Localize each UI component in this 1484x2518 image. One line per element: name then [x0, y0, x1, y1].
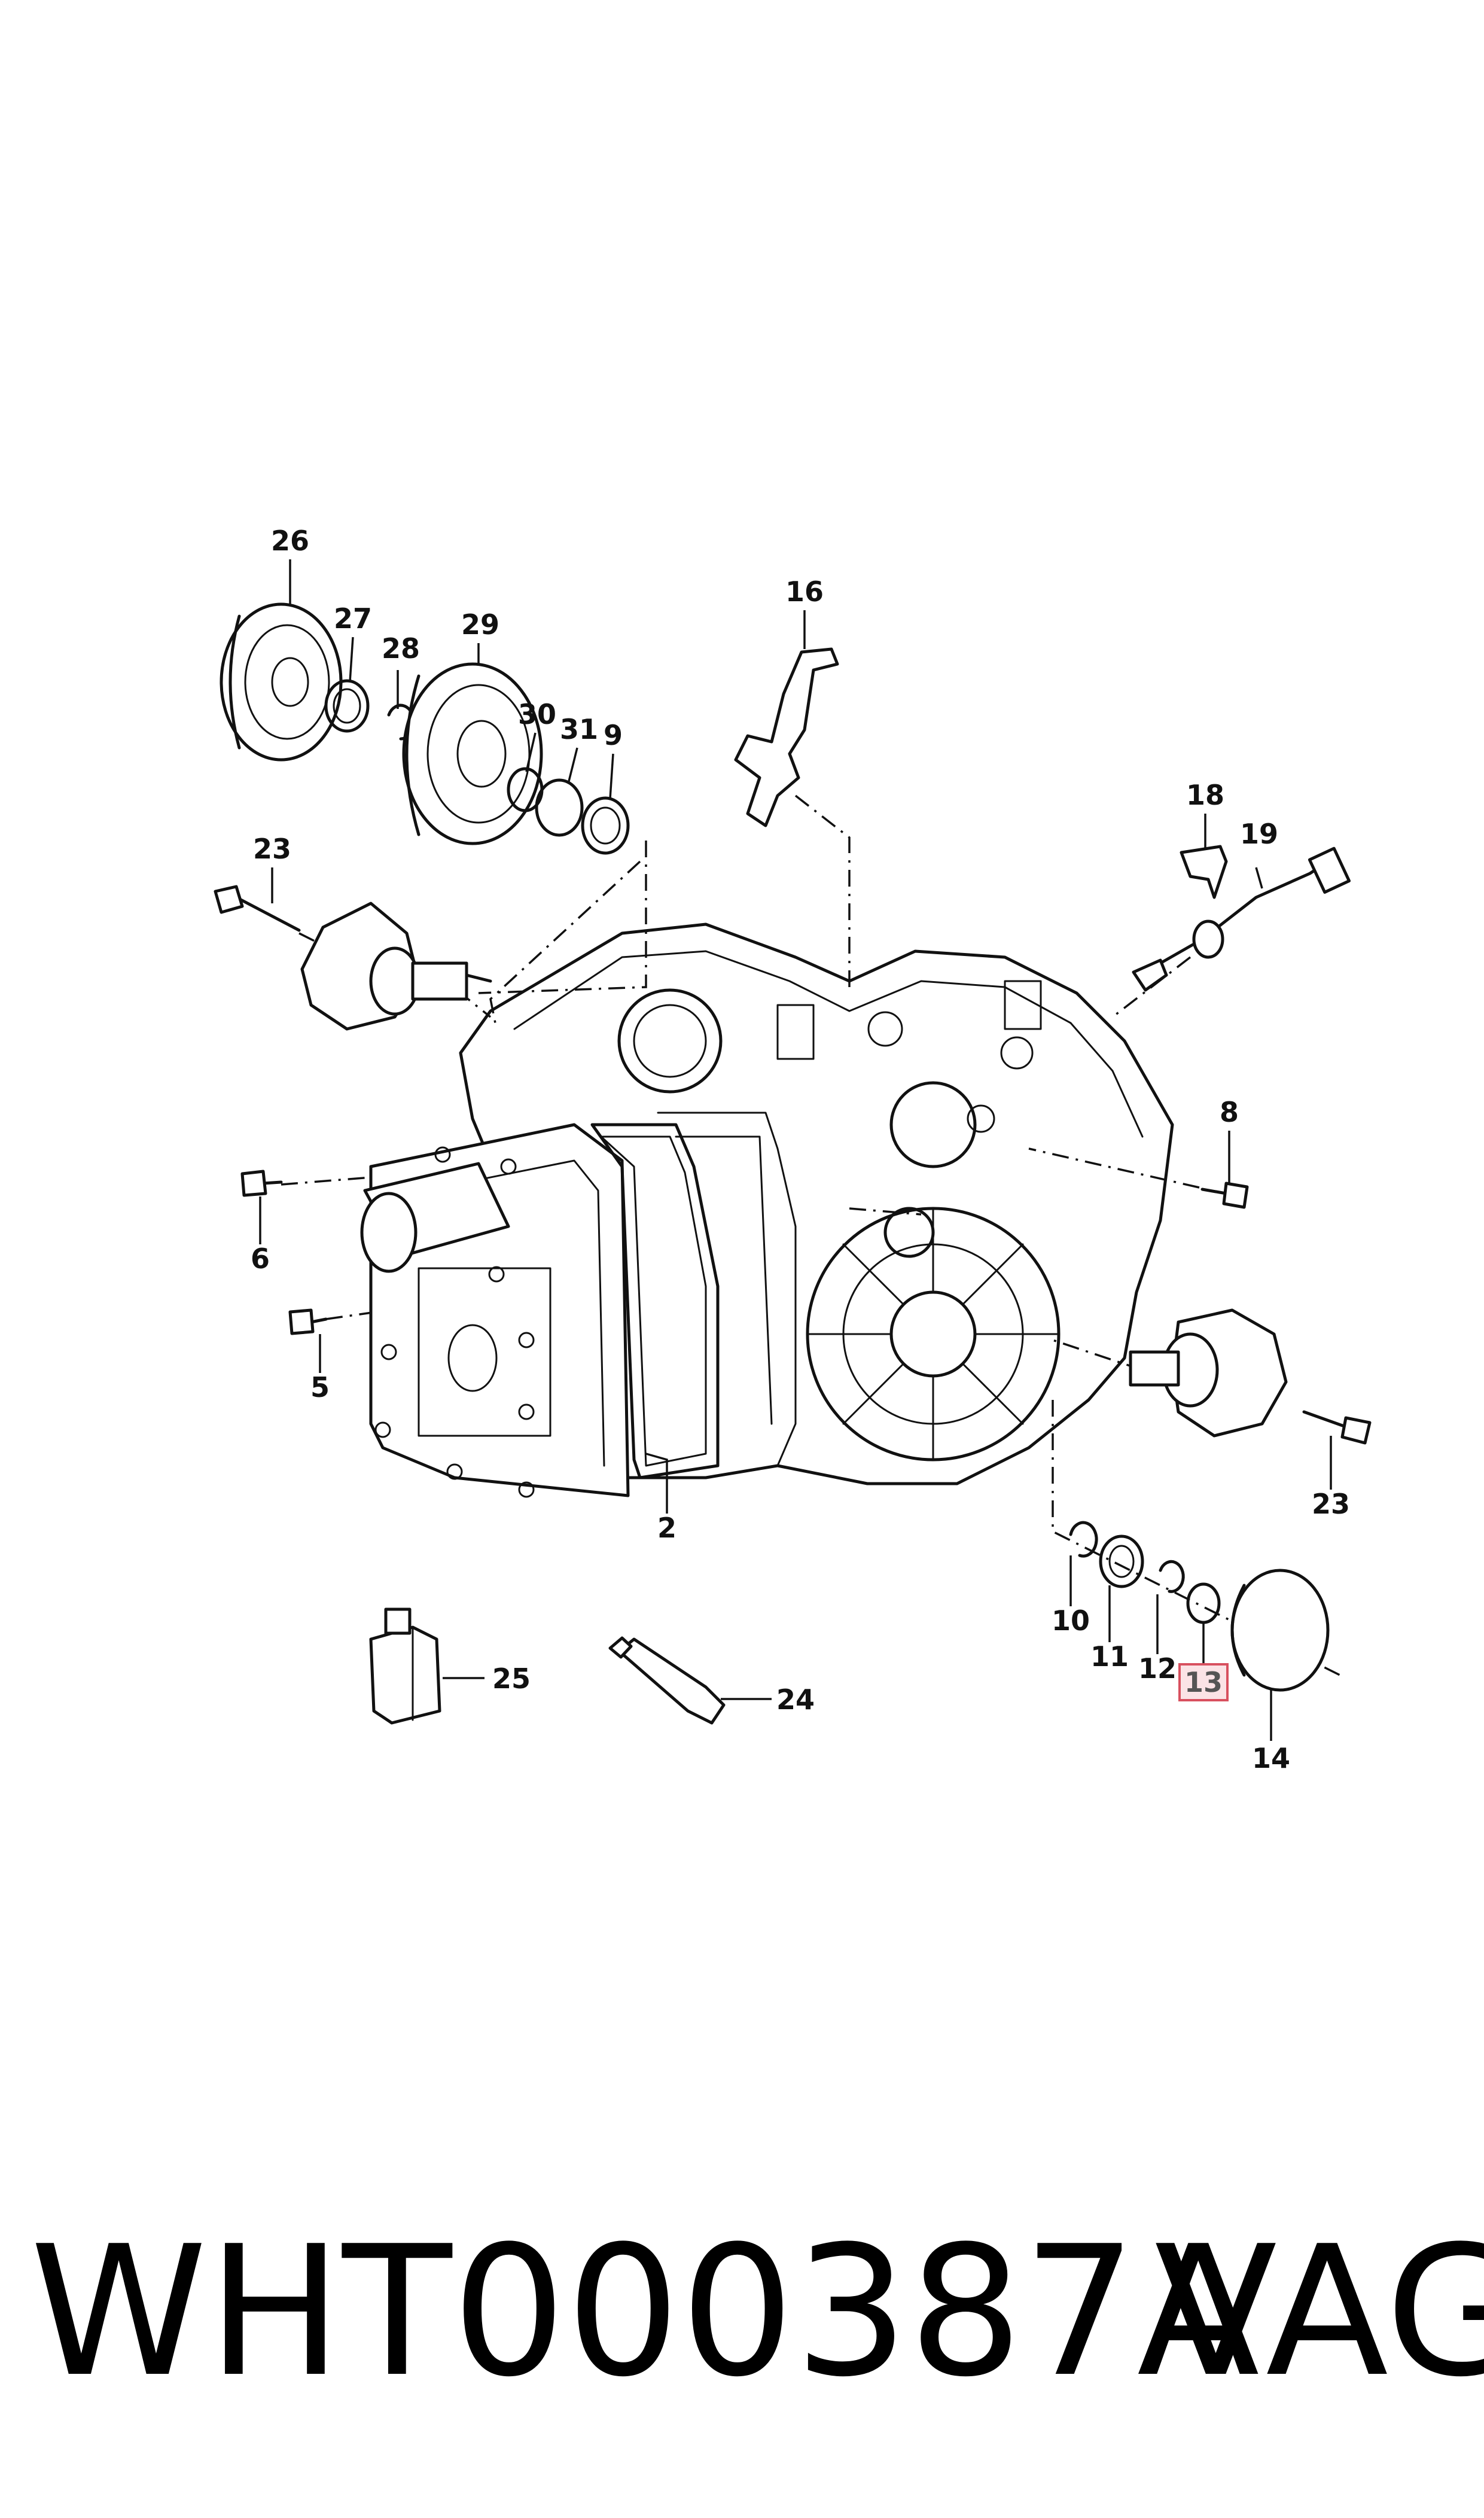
o-ring-13	[1186, 1582, 1221, 1624]
seal-11	[1099, 1534, 1144, 1588]
callout-28[interactable]: 28	[382, 632, 420, 665]
callout-5[interactable]: 5	[310, 1371, 330, 1403]
dual-mass-flywheel	[220, 602, 343, 762]
bolt-8	[1200, 1182, 1249, 1209]
callout-18[interactable]: 18	[1186, 779, 1224, 811]
brand-caption: VAG	[1154, 2208, 1484, 2416]
callout-30[interactable]: 30	[518, 698, 556, 730]
seal-ring-27	[324, 679, 370, 733]
right-drive-flange	[1129, 1308, 1372, 1445]
bolt-6	[240, 1170, 283, 1197]
ring-31	[535, 778, 584, 837]
callout-26[interactable]: 26	[271, 525, 309, 557]
callout-labels: 26 27 28 29 30 31 9 16 18 19 23 8 6 5 2 …	[251, 525, 1350, 1774]
oil-bottle-25	[369, 1607, 441, 1725]
part-number-caption: WHT000387A	[30, 2208, 1260, 2416]
callout-8[interactable]: 8	[1220, 1096, 1239, 1128]
bolt-5	[288, 1308, 328, 1335]
gasket	[590, 1123, 720, 1479]
callout-16[interactable]: 16	[785, 576, 824, 608]
seal-9-inner	[590, 806, 621, 845]
circlip-12	[1159, 1560, 1185, 1593]
leader-lines	[259, 559, 1332, 1741]
callout-9[interactable]: 9	[604, 719, 623, 751]
callout-19[interactable]: 19	[1240, 818, 1278, 850]
callout-10[interactable]: 10	[1052, 1604, 1090, 1637]
cover-cap-14	[1230, 1569, 1330, 1692]
seal-11-inner	[1108, 1545, 1135, 1578]
grease-tube-24	[608, 1636, 726, 1725]
callout-31[interactable]: 31	[560, 713, 598, 745]
circlip-10	[1069, 1521, 1098, 1558]
dual-clutch	[402, 662, 543, 845]
left-drive-flange	[214, 885, 492, 1031]
callout-23-right[interactable]: 23	[1312, 1488, 1350, 1520]
callout-14[interactable]: 14	[1252, 1742, 1290, 1774]
callout-24[interactable]: 24	[776, 1683, 815, 1716]
mechatronic-unit	[360, 1123, 630, 1498]
callout-6[interactable]: 6	[251, 1243, 270, 1275]
callout-2[interactable]: 2	[657, 1512, 677, 1544]
clip-18	[1180, 845, 1228, 899]
seal-ring-27-inner	[333, 688, 361, 724]
release-lever	[734, 647, 839, 827]
callout-27[interactable]: 27	[334, 602, 372, 635]
callout-11[interactable]: 11	[1090, 1640, 1129, 1673]
callout-29[interactable]: 29	[461, 608, 499, 641]
sensor-harness-19	[1132, 847, 1351, 992]
callout-13-highlight-box	[1178, 1663, 1229, 1701]
callout-23-left[interactable]: 23	[253, 833, 291, 865]
seal-9	[581, 796, 630, 855]
callout-13[interactable]: 13	[1184, 1666, 1223, 1698]
callout-12[interactable]: 12	[1138, 1652, 1177, 1685]
callout-25[interactable]: 25	[492, 1663, 531, 1695]
